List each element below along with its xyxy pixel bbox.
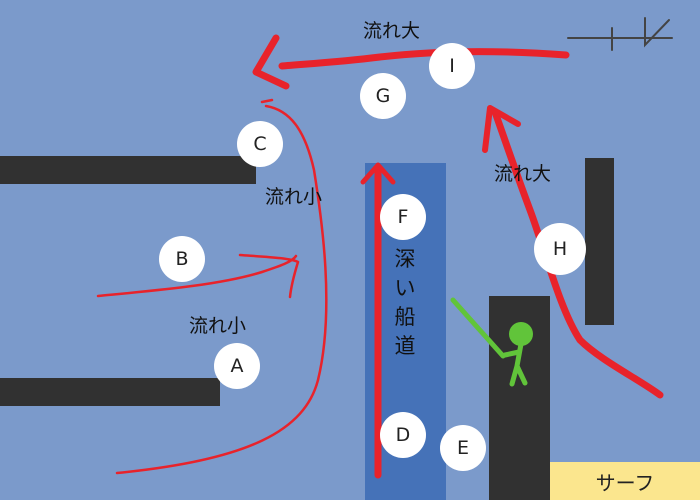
- surf-label: サーフ: [595, 470, 655, 495]
- flow-small-label-mid: 流れ小: [265, 186, 323, 208]
- large-current-top-arrow: [278, 47, 570, 70]
- marker-a[interactable]: A: [214, 343, 260, 389]
- marker-e[interactable]: E: [440, 425, 486, 471]
- marker-g[interactable]: G: [360, 73, 406, 119]
- marker-i[interactable]: I: [429, 43, 475, 89]
- pier-lower-left: [0, 378, 220, 406]
- small-current-b-arrowhead: [238, 253, 300, 299]
- pier-upper-left: [0, 156, 256, 184]
- flow-large-label-top: 流れ大: [363, 20, 421, 42]
- small-current-return-tip: [260, 98, 274, 104]
- marker-f[interactable]: F: [380, 194, 426, 240]
- jetty-bottom: [489, 296, 550, 500]
- large-current-top-arrowhead: [252, 34, 290, 90]
- deep-channel-label: 深い船道: [394, 247, 416, 358]
- flow-small-label-low: 流れ小: [189, 315, 247, 337]
- breakwater-right: [585, 158, 614, 325]
- marker-b[interactable]: B: [159, 236, 205, 282]
- marker-d[interactable]: D: [380, 412, 426, 458]
- marker-c[interactable]: C: [237, 121, 283, 167]
- surf-beach: サーフ: [550, 462, 700, 500]
- large-current-right-arrowhead: [482, 105, 521, 153]
- flow-large-label-right: 流れ大: [494, 163, 552, 185]
- wind-direction-icon: [567, 17, 673, 51]
- marker-h[interactable]: H: [534, 223, 586, 275]
